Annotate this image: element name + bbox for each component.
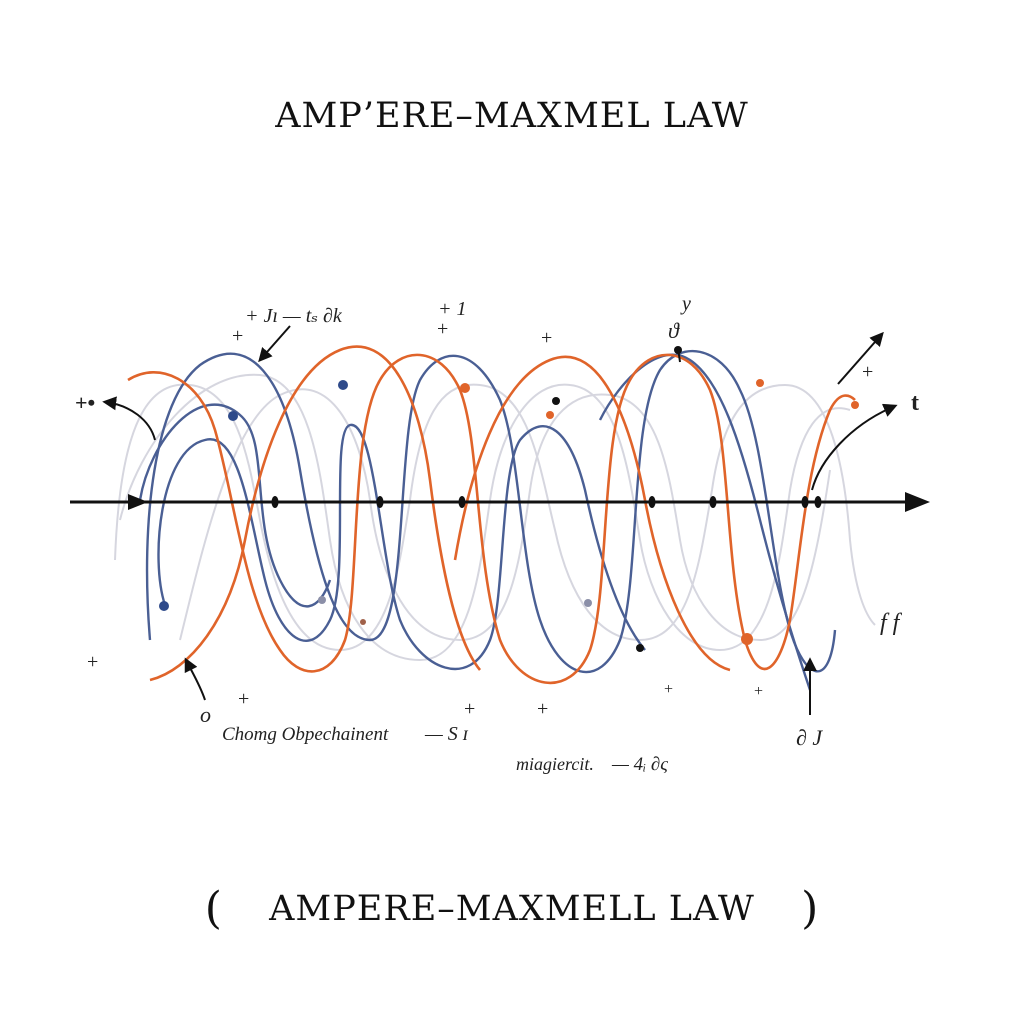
bottom-caption: ( AMPERE–MAXMELL LAW )	[0, 880, 1024, 934]
dot-faint	[584, 599, 592, 607]
blue-wave-1	[145, 349, 837, 674]
orange-wave-2	[149, 345, 481, 682]
plus-sign: +	[754, 683, 763, 700]
label-change-sym: — S ɪ	[424, 723, 469, 745]
plus-sign: +	[437, 318, 448, 340]
diagram-labels: + Jı — tₛ ∂k + 1 y ϑ t f f +• o Chomg Ob…	[75, 293, 919, 775]
axis-arrowhead	[905, 492, 930, 512]
dot-orange	[546, 411, 554, 419]
label-change-text: Chomg Obpechainent	[222, 724, 389, 745]
faint-wave-3	[179, 388, 831, 642]
arrow-top-left	[258, 325, 291, 363]
faint-wave-2	[119, 373, 851, 662]
dot-faint	[318, 596, 326, 604]
arrow-right-curve	[811, 403, 898, 491]
blue-waves	[138, 349, 837, 691]
dot-faint	[851, 401, 859, 409]
label-axis-end: t	[911, 390, 919, 416]
plus-sign: +	[664, 681, 673, 698]
dot-orange	[741, 633, 753, 645]
orange-wave-1	[127, 353, 856, 685]
label-right-mid: f f	[880, 610, 903, 636]
plus-sign: +	[537, 698, 548, 720]
caption-text: AMPERE–MAXMELL LAW	[269, 889, 755, 929]
plus-sign: +	[238, 688, 249, 710]
label-top-mid: + 1	[438, 298, 467, 320]
arrow-left	[102, 396, 156, 441]
arrow-right-up	[837, 331, 884, 385]
dot-orange	[460, 383, 470, 393]
wave-dots	[159, 346, 859, 652]
dot-black	[636, 644, 644, 652]
annotation-arrows	[102, 325, 898, 715]
plus-sign: +	[87, 651, 98, 673]
arrow-small-top	[677, 347, 681, 363]
plus-sign: +	[464, 698, 475, 720]
plus-signs: + + + + + + + + + +	[87, 318, 873, 720]
time-axis	[70, 492, 930, 512]
dot-blue	[228, 411, 238, 421]
label-top-left: + Jı — tₛ ∂k	[245, 305, 343, 327]
label-magnetic-text: miagiercit.	[516, 754, 594, 774]
blue-wave-3	[138, 403, 332, 608]
label-top-right-sym: ϑ	[668, 318, 680, 343]
blue-wave-4	[598, 353, 812, 691]
orange-waves	[127, 345, 856, 685]
caption-close-paren: )	[801, 883, 820, 934]
plus-sign: +	[232, 325, 243, 347]
orange-wave-3	[453, 355, 731, 672]
blue-wave-2	[157, 423, 646, 671]
axis-tick-arrow	[128, 494, 148, 510]
plus-sign: +	[541, 327, 552, 349]
axis-ticks	[271, 496, 822, 508]
dot-faint	[360, 619, 366, 625]
label-top-right-y: y	[680, 293, 691, 315]
label-bottom-o: o	[200, 702, 211, 727]
dot-blue	[338, 380, 348, 390]
label-bottom-right: ∂ J	[796, 725, 823, 750]
label-magnetic-sym: — 4ᵢ ∂ς	[611, 754, 668, 775]
arrow-bottom-left	[184, 657, 206, 701]
dot-black	[552, 397, 560, 405]
dot-orange	[756, 379, 764, 387]
dot-blue	[159, 601, 169, 611]
page-title: AMP’ERE–MAXMEL LAW	[275, 96, 749, 136]
faint-waves	[114, 373, 876, 662]
faint-wave-1	[114, 383, 876, 652]
caption-open-paren: (	[204, 883, 223, 934]
plus-sign: +	[862, 361, 873, 383]
label-left-plus: +•	[75, 390, 95, 415]
